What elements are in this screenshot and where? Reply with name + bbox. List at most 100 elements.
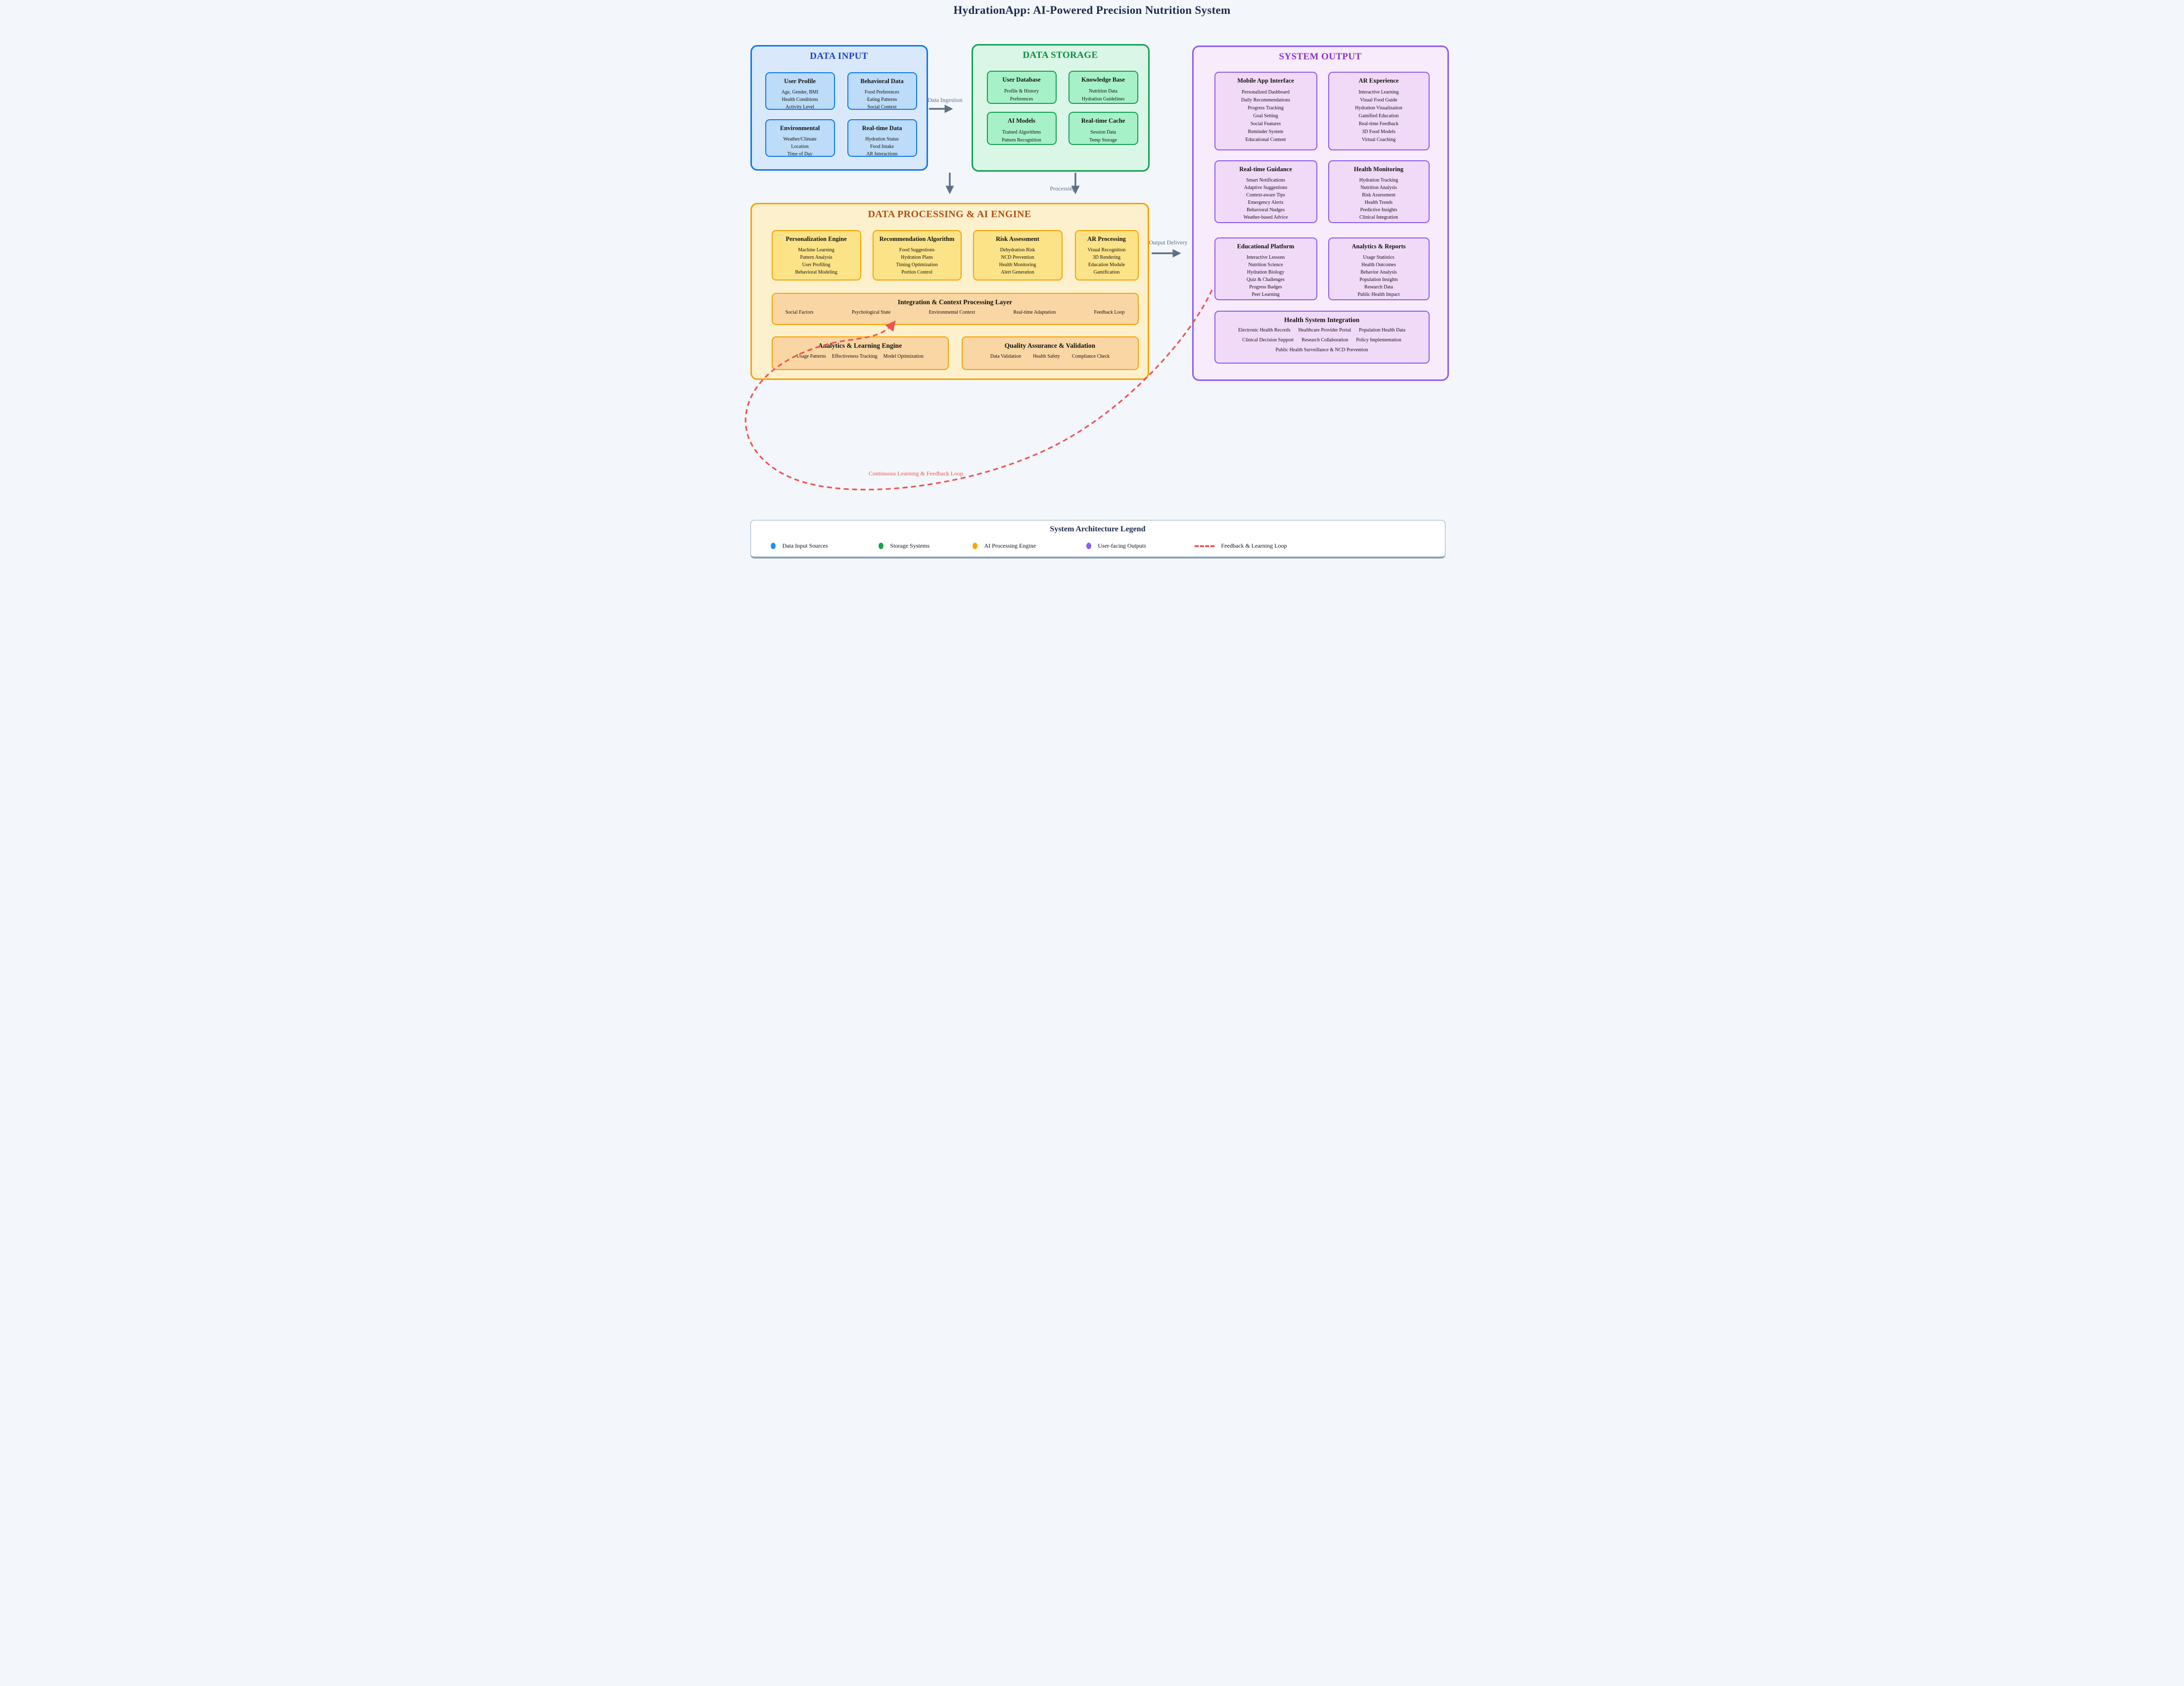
list-item: Interactive Learning	[1358, 90, 1399, 95]
card-title: Integration & Context Processing Layer	[897, 298, 1013, 306]
card-title: Recommendation Algorithm	[879, 235, 955, 242]
list-item: Weather-based Advice	[1243, 215, 1288, 220]
list-item: Temp Storage	[1089, 138, 1117, 143]
list-item: Behavioral Modeling	[795, 270, 837, 275]
list-item: Quiz & Challenges	[1247, 277, 1285, 282]
list-item: 3D Rendering	[1092, 255, 1121, 260]
list-item: Food Intake	[870, 144, 894, 149]
list-item: Peer Learning	[1252, 292, 1280, 297]
list-item: Model Optimization	[883, 354, 924, 359]
list-item: Risk Assessment	[1362, 192, 1395, 198]
health-system-integration-card: Health System Integration Electronic Hea…	[1214, 311, 1430, 364]
legend-title: System Architecture Legend	[1050, 525, 1146, 533]
list-item: Compliance Check	[1071, 354, 1110, 359]
list-item: Progress Tracking	[1248, 105, 1284, 111]
list-item: Hydration Tracking	[1359, 178, 1398, 183]
card-title: Health System Integration	[1284, 316, 1360, 324]
card-title: Educational Platform	[1237, 243, 1295, 250]
list-item: Activity Level	[785, 104, 815, 110]
list-item: Adaptive Suggestions	[1244, 185, 1288, 190]
list-item: Pattern Recognition	[1002, 138, 1041, 143]
list-item: Timing Optimization	[896, 262, 938, 268]
card-items: Data Validation Health Safety Compliance C…	[963, 352, 1138, 359]
user-outputs-dot-icon	[1086, 543, 1091, 549]
ai-processing-dot-icon	[972, 543, 977, 549]
analytics-learning-engine-card: Analytics & Learning Engine Usage Patter…	[771, 336, 949, 370]
legend-item-ai-processing: AI Processing Engine	[972, 542, 1036, 550]
list-item: Weather/Climate	[783, 137, 817, 142]
list-item: Machine Learning	[798, 247, 835, 253]
list-item: Virtual Coaching	[1361, 137, 1396, 142]
card-title: Real-time Data	[862, 125, 902, 132]
educational-platform-card: Educational Platform Interactive Lessons…	[1214, 237, 1317, 300]
list-item: Visual Food Guide	[1360, 97, 1397, 103]
list-item: Interactive Lessons	[1246, 255, 1285, 260]
architecture-diagram: HydrationApp: AI-Powered Precision Nutri…	[728, 0, 1456, 562]
list-item: Health Trends	[1364, 200, 1393, 205]
data-storage-title: DATA STORAGE	[1022, 50, 1098, 60]
card-title: Mobile App Interface	[1237, 77, 1294, 84]
legend-label: User-facing Outputs	[1098, 542, 1146, 549]
list-item: Progress Badges	[1249, 284, 1282, 290]
list-item: Gamified Education	[1358, 113, 1399, 119]
list-item: Usage Patterns	[796, 354, 826, 359]
legend-item-feedback: Feedback & Learning Loop	[1194, 542, 1287, 550]
card-title: Analytics & Learning Engine	[818, 342, 902, 349]
output-delivery-label: Output Delivery	[1149, 239, 1188, 246]
list-item: Public Health Impact	[1357, 292, 1400, 297]
list-item: Hydration Visualization	[1355, 105, 1402, 111]
legend-label: Feedback & Learning Loop	[1221, 542, 1287, 549]
list-item: Health Safety	[1033, 354, 1060, 359]
list-item: Policy Implementation	[1356, 337, 1401, 343]
list-item: Public Health Surveillance & NCD Prevent…	[1275, 347, 1368, 353]
list-item: Dehydration Risk	[1000, 247, 1035, 253]
data-processing-title: DATA PROCESSING & AI ENGINE	[868, 209, 1031, 220]
list-item: Social Context	[867, 104, 897, 110]
list-item: Nutrition Science	[1248, 262, 1283, 268]
list-item: Behavioral Nudges	[1247, 207, 1285, 213]
card-title: User Profile	[784, 78, 816, 85]
list-item: Research Collaboration	[1301, 337, 1348, 343]
card-title: Health Monitoring	[1353, 166, 1404, 173]
card-title: Personalization Engine	[786, 235, 847, 242]
card-title: AI Models	[1008, 117, 1035, 124]
list-item: 3D Food Models	[1362, 129, 1395, 135]
card-title: Analytics & Reports	[1351, 243, 1406, 250]
list-item: Visual Recognition	[1087, 247, 1126, 253]
list-item: Data Validation	[990, 354, 1022, 359]
list-item: Portion Control	[901, 270, 932, 275]
data-processing-panel: DATA PROCESSING & AI ENGINE Personalizat…	[750, 203, 1149, 380]
storage-dot-icon	[878, 543, 883, 549]
list-item: Clinical Integration	[1359, 215, 1398, 220]
list-item: Smart Notifications	[1246, 178, 1285, 183]
list-item: Alert Generation	[1001, 270, 1034, 275]
integration-context-layer: Integration & Context Processing Layer S…	[771, 293, 1139, 325]
data-ingestion-label: Data Ingestion	[928, 96, 963, 103]
page-title: HydrationApp: AI-Powered Precision Nutri…	[953, 4, 1231, 16]
list-item: Real-time Feedback	[1358, 121, 1399, 127]
data-input-title: DATA INPUT	[810, 51, 868, 61]
list-item: NCD Prevention	[1001, 255, 1034, 260]
list-item: Nutrition Data	[1088, 89, 1118, 94]
